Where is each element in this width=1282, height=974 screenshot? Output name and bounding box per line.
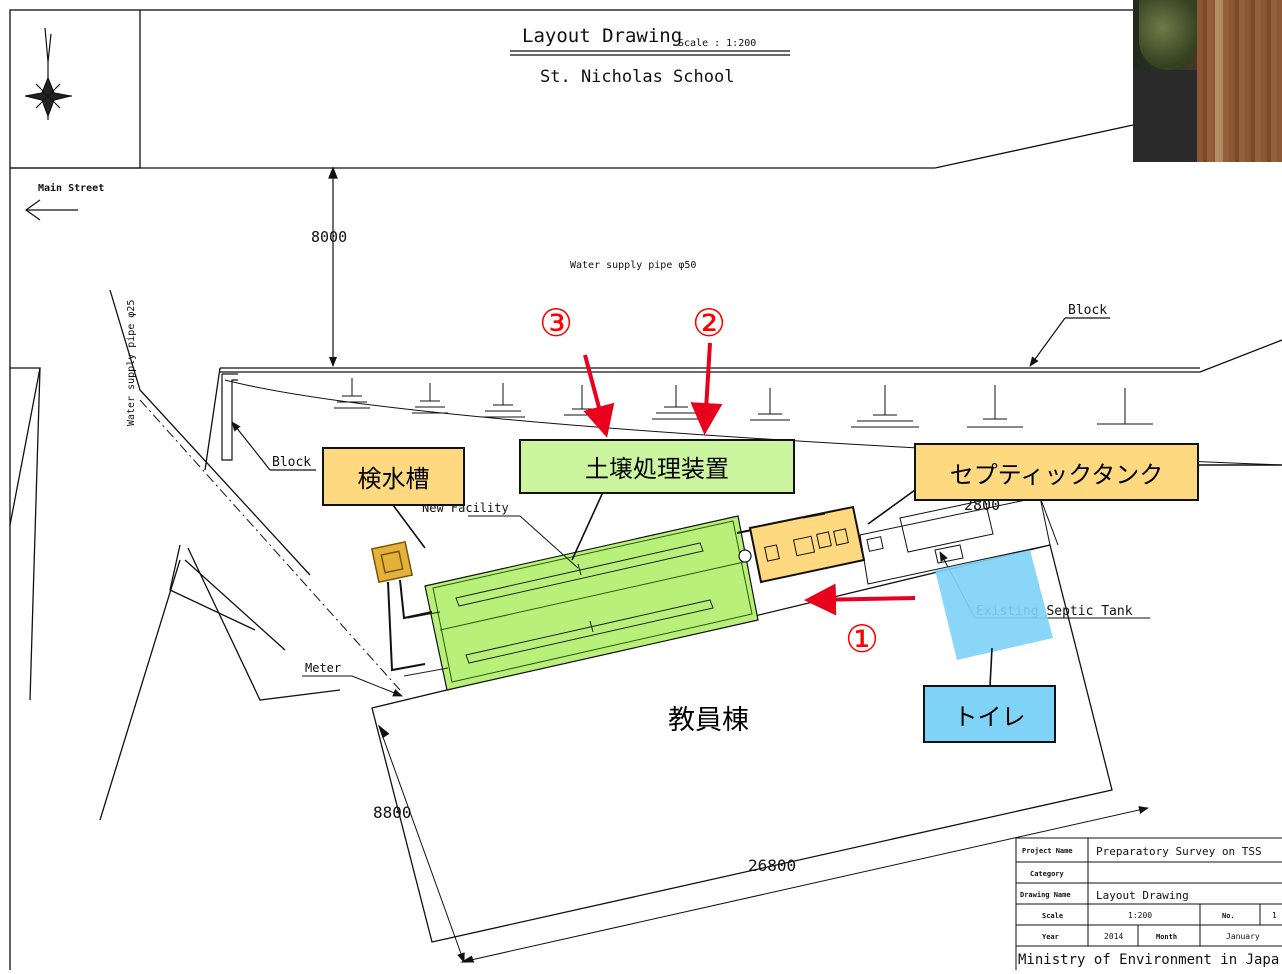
street-arrow-icon xyxy=(24,199,78,221)
toilet-area xyxy=(935,550,1053,660)
label-staff-building: 教員棟 xyxy=(668,705,749,736)
label-main-street: Main Street xyxy=(38,182,104,194)
arrow-one-icon xyxy=(804,583,916,616)
marker-two: ② xyxy=(692,301,726,345)
title-subtitle: St. Nicholas School xyxy=(540,67,734,87)
tb-project-name-label: Project Name xyxy=(1022,847,1073,855)
inspection-tank-icon xyxy=(370,540,414,584)
label-water-pipe-25: Water supply pipe φ25 xyxy=(126,300,137,426)
leader-block-top xyxy=(1029,317,1110,367)
leader-block-left xyxy=(221,373,316,471)
label-meter: Meter xyxy=(305,661,341,675)
title-main: Layout Drawing xyxy=(522,25,682,47)
photo-thumbnail xyxy=(1133,0,1282,162)
new-facility-beds xyxy=(387,515,760,691)
tb-scale: 1:200 xyxy=(1128,911,1152,920)
tb-month: January xyxy=(1226,932,1260,941)
label-block-top: Block xyxy=(1068,303,1107,318)
leader-new-facility xyxy=(468,515,579,569)
callout-toilet: トイレ xyxy=(923,685,1056,743)
callout-inspection-tank: 検水槽 xyxy=(322,447,465,506)
photo-plant xyxy=(1139,0,1197,70)
tb-drawing-name-label: Drawing Name xyxy=(1020,891,1071,899)
label-dim-8800: 8800 xyxy=(373,803,412,822)
photo-wood-plank xyxy=(1197,0,1282,162)
label-dim-26800: 26800 xyxy=(748,856,796,875)
tb-no: 1 xyxy=(1272,911,1277,920)
photo-highlight xyxy=(1215,0,1223,162)
dimension-8800 xyxy=(377,724,465,963)
leader-meter xyxy=(302,675,403,697)
title-area: Layout Drawing Scale : 1:200 St. Nichola… xyxy=(510,25,790,87)
arrow-three-icon xyxy=(583,354,615,438)
title-scale: Scale : 1:200 xyxy=(678,38,756,49)
marker-three: ③ xyxy=(539,301,573,345)
tb-scale-label: Scale xyxy=(1042,912,1063,920)
callout-soil-treatment: 土壌処理装置 xyxy=(519,439,795,494)
photo-pot xyxy=(1133,70,1203,162)
red-arrows xyxy=(583,342,916,616)
arrow-two-icon xyxy=(690,342,723,435)
tb-drawing-name: Layout Drawing xyxy=(1096,889,1189,902)
label-water-pipe-50: Water supply pipe φ50 xyxy=(570,260,696,271)
tb-project-name: Preparatory Survey on TSS xyxy=(1096,845,1262,858)
label-block-left: Block xyxy=(272,455,311,470)
title-block-text: Project Name Preparatory Survey on TSS C… xyxy=(1018,845,1279,968)
north-arrow-icon xyxy=(25,27,72,120)
septic-tank-icon xyxy=(748,505,866,584)
tb-month-label: Month xyxy=(1156,933,1177,941)
marker-one: ① xyxy=(845,617,879,661)
dimension-26800 xyxy=(460,806,1149,963)
tb-no-label: No. xyxy=(1222,912,1235,920)
callout-septic-tank: セプティックタンク xyxy=(914,443,1199,501)
label-dim-8000: 8000 xyxy=(311,228,347,246)
tree-row xyxy=(334,378,1153,428)
tb-org: Ministry of Environment in Japa xyxy=(1018,952,1279,968)
dimension-8000 xyxy=(328,166,338,367)
tb-category-label: Category xyxy=(1030,870,1065,878)
tb-year-label: Year xyxy=(1042,933,1059,941)
title-block xyxy=(1015,837,1282,974)
existing-septic-area xyxy=(859,496,1059,585)
water-pipe-line xyxy=(139,399,401,691)
tb-year: 2014 xyxy=(1104,932,1123,941)
